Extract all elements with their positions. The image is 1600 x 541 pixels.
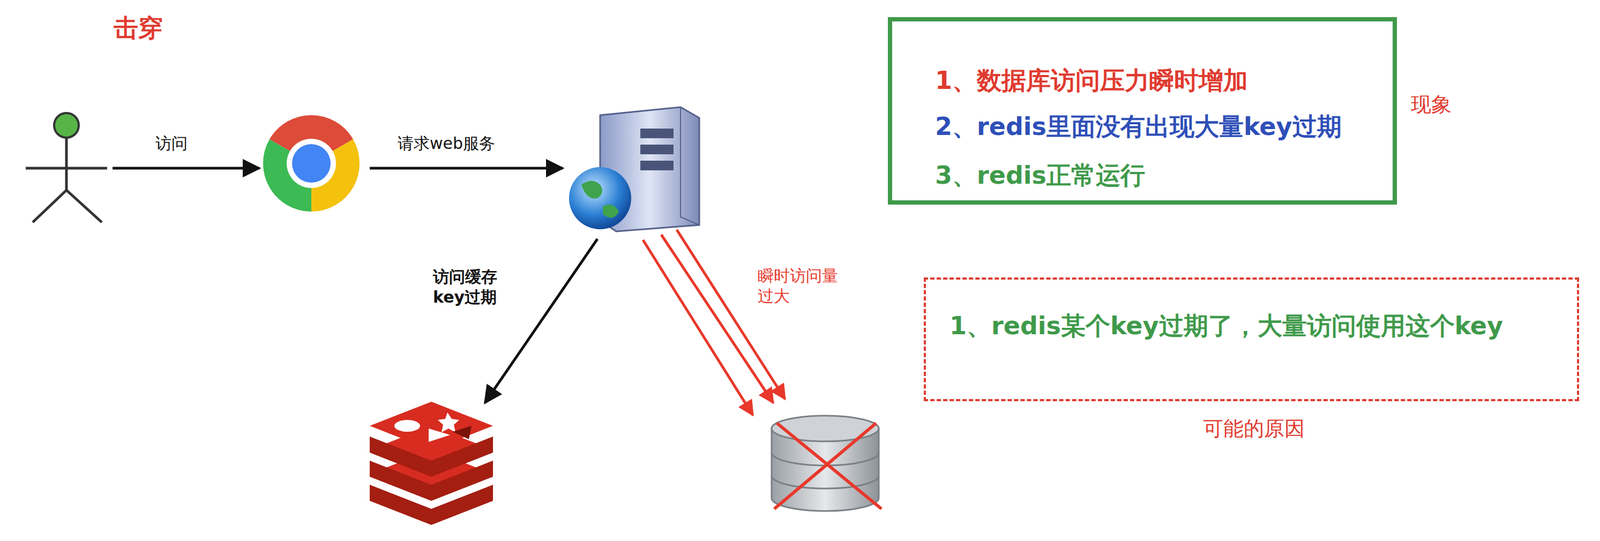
arrow (112, 167, 260, 170)
symptom-box: 1、数据库访问压力瞬时增加 2、redis里面没有出现大量key过期 3、redis… (887, 17, 1397, 205)
list-item: 1、redis某个key过期了，大量访问使用这个key (949, 309, 1504, 343)
box-heading: 可能的原因 (1202, 415, 1305, 443)
redis-icon (369, 401, 493, 526)
person-figure (25, 113, 108, 223)
browser-icon (263, 115, 360, 212)
burst-arrows (643, 229, 785, 416)
server-icon (569, 107, 700, 232)
list-item: 3、redis正常运行 (935, 159, 1146, 193)
box-heading: 现象 (1410, 91, 1452, 119)
arrow-label: 访问缓存 key过期 (432, 266, 498, 308)
database-icon (771, 415, 882, 512)
arrow (369, 167, 563, 170)
list-item: 2、redis里面没有出现大量key过期 (935, 110, 1342, 144)
diagram-title: 击穿 (113, 11, 163, 46)
cause-box: 1、redis某个key过期了，大量访问使用这个key可能的原因 (923, 277, 1580, 402)
arrow-label: 瞬时访问量 过大 (757, 265, 839, 306)
arrow-label: 访问 (155, 132, 188, 155)
arrow (484, 238, 598, 403)
arrow-label: 请求web服务 (397, 132, 496, 155)
list-item: 1、数据库访问压力瞬时增加 (935, 64, 1248, 98)
